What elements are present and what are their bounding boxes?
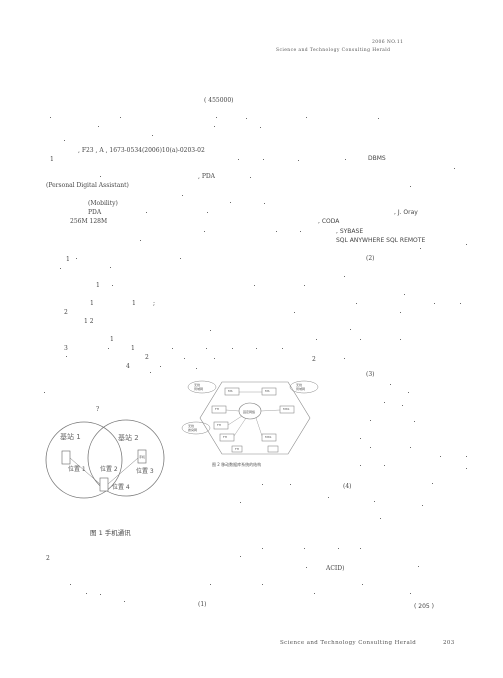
num-m: 2: [46, 555, 50, 562]
num-g: 1: [110, 336, 114, 343]
fig2-cell2: 无线 局域网: [296, 383, 306, 391]
num-e: 2: [64, 309, 68, 316]
figure-2-caption: 图 2 移动数据库系统的结构: [212, 462, 262, 467]
section-3: (3): [366, 371, 375, 378]
num-d: 1: [132, 300, 136, 307]
section-2: (2): [366, 255, 375, 262]
figure-1-caption: 图 1 手机通讯: [90, 529, 131, 537]
figure-2-diagram: [181, 380, 319, 455]
body-number: 1: [50, 156, 54, 163]
fig2-node-host4: MSS: [283, 407, 290, 411]
phone-label: 手机: [139, 455, 146, 459]
position-4-label: 位置 4: [112, 484, 130, 491]
section-4: (4): [343, 483, 352, 490]
fig2-cell3: 无线 蜂窝网: [188, 424, 198, 432]
acid-term: ACID): [326, 565, 345, 572]
fig2-node-host2: MS: [265, 389, 270, 393]
num-i: 1: [131, 345, 135, 352]
figure-2: 固定网络 图 2 移动数据库系统的结构 MS MS FH MSS FH FH MSS FH 无线…: [180, 378, 330, 478]
pda-term-2: PDA: [88, 209, 102, 216]
footer-journal: Science and Technology Consulting Herald: [280, 640, 417, 646]
fig2-node-host5: FH: [217, 423, 221, 427]
section-1: (1): [198, 601, 207, 608]
question-mark: ?: [96, 406, 100, 413]
memory-spec: 256M 128M: [70, 218, 108, 225]
classification-line: , F23 , A , 1673-0534(2006)10(a)-0203-02: [78, 147, 205, 154]
oray-ref: , J. Oray: [394, 209, 418, 216]
num-h: 3: [64, 345, 68, 352]
continued-page-ref: ( 205 ): [414, 603, 434, 610]
fig2-node-host6: FH: [223, 435, 227, 439]
num-c: 1: [90, 300, 94, 307]
position-3-label: 位置 3: [136, 468, 154, 475]
num-j: 2: [145, 354, 149, 361]
postal-code: ( 455000): [204, 97, 234, 104]
num-k: 4: [126, 363, 130, 370]
station-1-label: 基站 1: [60, 433, 81, 441]
figure-1-diagram: [45, 419, 165, 499]
fig2-cell1: 无线 局域网: [194, 383, 204, 391]
issue-number: 2006 NO.11: [372, 40, 404, 45]
fixed-network-label: 固定网络: [243, 410, 256, 414]
num-a: 1: [66, 256, 70, 263]
num-f: 1 2: [84, 318, 94, 325]
semicolon: ;: [153, 300, 156, 307]
pda-full-term: (Personal Digital Assistant): [46, 182, 129, 189]
position-2-label: 位置 2: [100, 466, 118, 473]
page-number: 203: [443, 640, 455, 646]
running-header: Science and Technology Consulting Herald: [276, 48, 391, 53]
fig2-node-host1: MS: [228, 389, 233, 393]
position-1-label: 位置 1: [68, 466, 86, 473]
dbms-term: DBMS: [368, 155, 386, 162]
sybase-term: , SYBASE: [336, 228, 364, 235]
sql-term: SQL ANYWHERE SQL REMOTE: [336, 237, 426, 244]
fig2-node-host3: FH: [215, 407, 219, 411]
coda-term: , CODA: [318, 218, 340, 225]
fig2-node-host8: FH: [235, 447, 239, 451]
mobility-term: (Mobility): [88, 200, 118, 207]
figure-1: 基站 1 基站 2 位置 1 位置 2 位置 3 位置 4 手机 图 1 手机通…: [40, 418, 180, 543]
num-b: 1: [96, 282, 100, 289]
pda-term: , PDA: [198, 173, 215, 180]
station-2-label: 基站 2: [118, 434, 139, 442]
fig2-node-host7: MSS: [265, 435, 272, 439]
num-l: 2: [312, 356, 316, 363]
